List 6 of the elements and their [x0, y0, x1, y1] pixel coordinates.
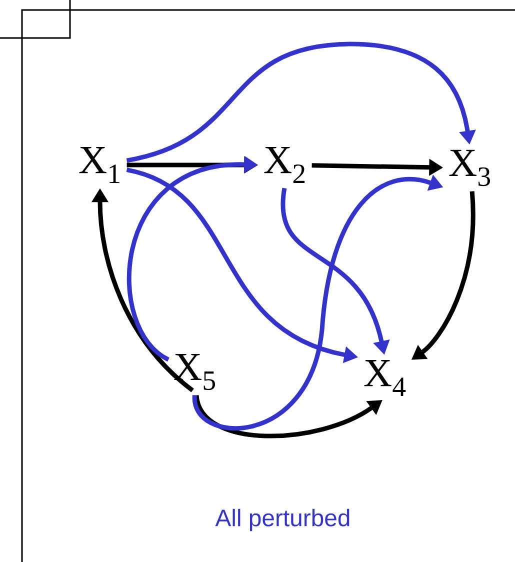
variable-label: X$_{2}$	[264, 147, 305, 184]
variable-label: X$_{3}$	[449, 150, 490, 186]
variable-label: X$_{4}$	[364, 360, 406, 396]
caption: All perturbed	[215, 508, 350, 532]
arrow	[126, 42, 476, 163]
variable-label: X$_{1}$	[79, 147, 120, 183]
